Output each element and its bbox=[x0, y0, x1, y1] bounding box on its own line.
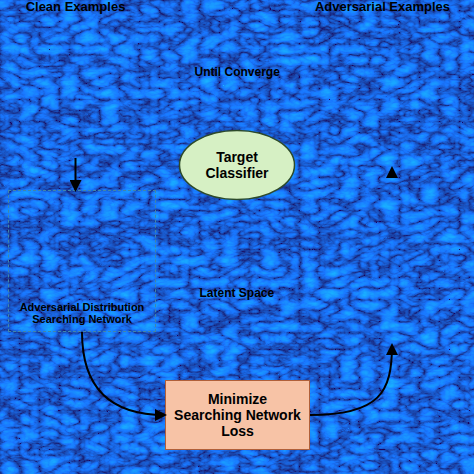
node-text: Clean Examples bbox=[26, 0, 126, 15]
cycle-arrow-outline bbox=[213, 9, 255, 33]
node-text: Adversarial Distribution Searching Netwo… bbox=[15, 301, 149, 326]
cycle-arrow bbox=[219, 33, 261, 57]
flow-arrow bbox=[75, 158, 77, 190]
perturbation-overlay bbox=[302, 18, 462, 167]
flow-arrow bbox=[310, 345, 392, 415]
flow-arrow bbox=[391, 168, 393, 177]
node-text: Minimize Searching Network Loss bbox=[174, 391, 301, 439]
perturbation-noise bbox=[316, 176, 462, 340]
classifier-ellipse: Target Classifier bbox=[178, 129, 296, 201]
network-box: Adversarial Distribution Searching Netwo… bbox=[8, 190, 156, 332]
node-text: Target Classifier bbox=[194, 149, 280, 181]
network-connections bbox=[28, 205, 126, 290]
noise-background bbox=[316, 176, 462, 340]
latent-label: Latent Space bbox=[200, 286, 275, 300]
flow-arrow bbox=[82, 332, 165, 415]
latent-space-arrow bbox=[160, 203, 316, 309]
classifier-ellipse-shape bbox=[180, 131, 295, 200]
cycle-arrow bbox=[213, 9, 255, 33]
image-panel: Adversarial Examples bbox=[300, 0, 465, 168]
image-panel: Clean Examples bbox=[8, 0, 143, 158]
cycle-arrow-outline bbox=[219, 33, 261, 57]
loop-label: Until Converge bbox=[195, 65, 280, 79]
clean-image bbox=[10, 18, 140, 155]
network-layers bbox=[20, 200, 134, 295]
process-box: Minimize Searching Network Loss bbox=[165, 380, 310, 450]
node-text: Adversarial Examples bbox=[315, 0, 450, 15]
